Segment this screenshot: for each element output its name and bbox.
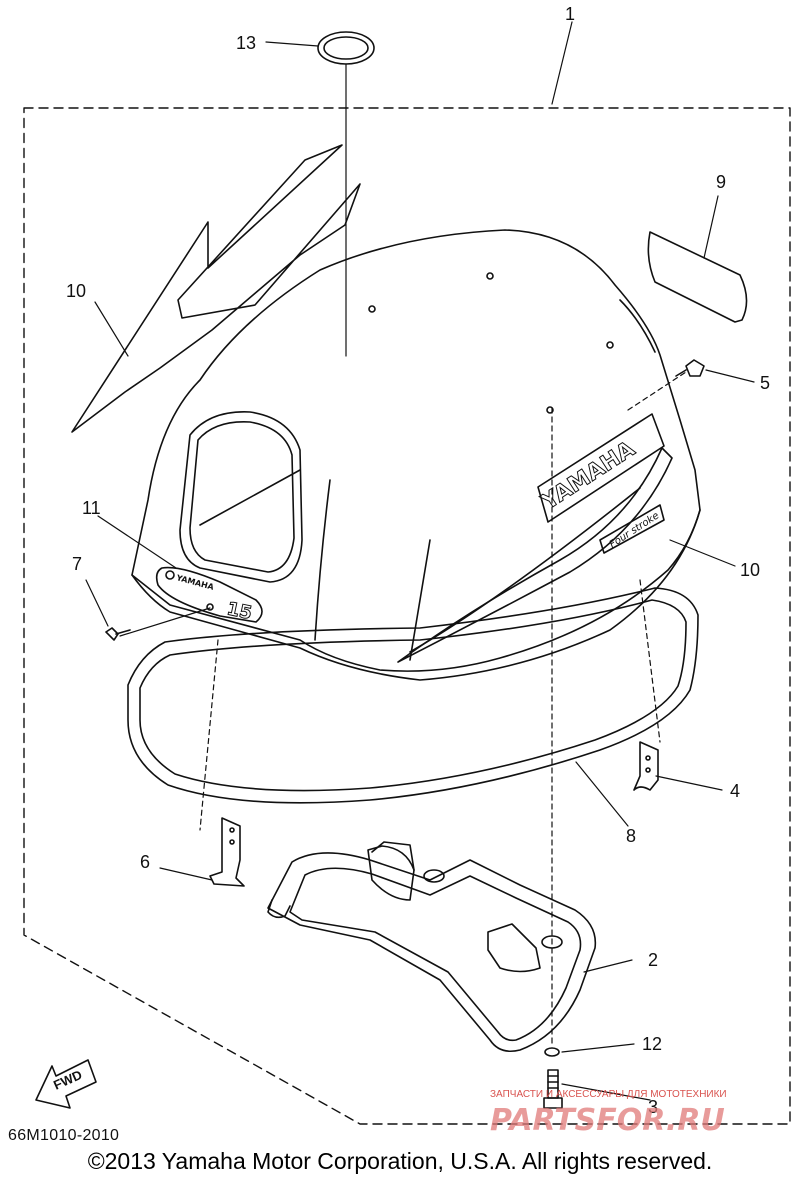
watermark-tagline: ЗАПЧАСТИ И АКСЕССУАРЫ ДЛЯ МОТОТЕХНИКИ: [490, 1089, 727, 1100]
callout-4: 4: [730, 781, 740, 801]
copyright-notice: ©2013 Yamaha Motor Corporation, U.S.A. A…: [87, 1148, 713, 1174]
callout-6: 6: [140, 852, 150, 872]
callout-7: 7: [72, 554, 82, 574]
callout-12: 12: [642, 1034, 662, 1054]
top-cowling: [131, 229, 701, 681]
bolt-part-3: [543, 1069, 563, 1109]
callout-3: 3: [648, 1097, 658, 1117]
alignment-lines: [199, 371, 687, 1046]
label-plate-part-9: [647, 231, 748, 323]
grommet-part-13: [317, 31, 375, 65]
screw-part-7: [105, 627, 131, 641]
left-stripe-decal-part-10: [71, 144, 361, 433]
assembly-boundary: [23, 107, 791, 1125]
callout-5: 5: [760, 373, 770, 393]
emblem-brand-lettering: YAMAHA: [175, 573, 216, 592]
bracket-part-6: [209, 817, 245, 887]
model-emblem-part-11: [155, 566, 263, 623]
screw-part-5: [675, 359, 705, 377]
diagram-code: 66M1010-2010: [8, 1127, 120, 1144]
callout-11: 11: [82, 498, 101, 518]
fwd-arrow: [35, 1059, 97, 1109]
callout-2: 2: [648, 950, 658, 970]
leader-lines: [85, 21, 755, 1101]
callout-13: 13: [236, 33, 256, 53]
watermark-logo: PARTSFOR.RU: [490, 1103, 725, 1138]
callout-10-left: 10: [66, 281, 86, 301]
callout-1: 1: [565, 4, 575, 24]
washer-part-12: [544, 1047, 560, 1057]
callout-9: 9: [716, 172, 726, 192]
callout-10-right: 10: [740, 560, 760, 580]
bottom-frame-part-2: [267, 841, 597, 1053]
callout-8: 8: [626, 826, 636, 846]
seal-part-8: [127, 587, 699, 804]
fwd-label: FWD: [51, 1067, 84, 1093]
bracket-part-4: [633, 741, 659, 791]
